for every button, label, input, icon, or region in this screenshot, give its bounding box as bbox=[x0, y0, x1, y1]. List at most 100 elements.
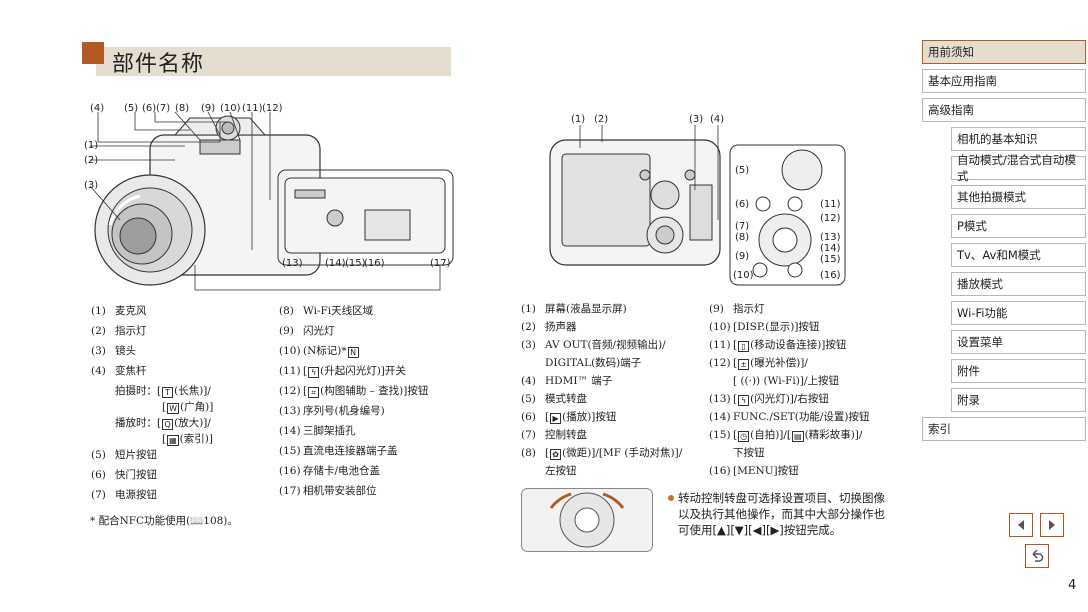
front-callout: (10) bbox=[220, 103, 241, 114]
item-text: [⌗(构图辅助 – 查找)]按钮 bbox=[303, 384, 428, 398]
front-callout: (12) bbox=[262, 103, 283, 114]
front-callout: (6) bbox=[142, 103, 157, 114]
button-symbol-icon: W bbox=[167, 403, 180, 414]
sidebar-item[interactable]: 相机的基本知识 bbox=[951, 127, 1086, 151]
item-text: [±(曝光补偿)]/ bbox=[733, 356, 808, 370]
item-text: FUNC./SET(功能/设置)按钮 bbox=[733, 411, 870, 423]
item-text-prefix: [ bbox=[733, 429, 738, 441]
item-number: (12) bbox=[709, 357, 731, 369]
item-text: (N标记)*N bbox=[303, 344, 360, 358]
item-text-suffix: (精彩故事)]/ bbox=[804, 429, 863, 441]
item-text: [MENU]按钮 bbox=[733, 465, 799, 477]
item-text: 扬声器 bbox=[545, 321, 577, 333]
button-symbol-icon: ✿ bbox=[550, 449, 562, 460]
item-number: (4) bbox=[521, 375, 536, 387]
item-text-prefix: [ bbox=[162, 433, 167, 445]
item-text: 拍摄时：[T(长焦)]/ bbox=[115, 384, 211, 398]
item-number: (8) bbox=[279, 305, 294, 317]
back-callout: (3) bbox=[689, 114, 704, 125]
back-callout: (1) bbox=[571, 114, 586, 125]
item-text-prefix: [ bbox=[733, 339, 738, 351]
sidebar-item[interactable]: 附录 bbox=[951, 388, 1086, 412]
item-text-prefix: [ bbox=[162, 401, 167, 413]
back-parts-list-1: (1)屏幕(液晶显示屏)(2)扬声器(3)AV OUT(音频/视频输出)/DIG… bbox=[521, 302, 701, 482]
button-symbol-icon: ▶ bbox=[550, 413, 562, 424]
item-text-suffix: (长焦)]/ bbox=[174, 385, 211, 397]
back-camera-diagram bbox=[549, 125, 846, 286]
sidebar-item[interactable]: 附件 bbox=[951, 359, 1086, 383]
front-callout: (8) bbox=[175, 103, 190, 114]
item-text: [W(广角)] bbox=[162, 400, 213, 414]
front-callout: (9) bbox=[201, 103, 216, 114]
item-text-prefix: [ bbox=[733, 393, 738, 405]
front-callout: (13) bbox=[282, 258, 303, 269]
sidebar-item[interactable]: P模式 bbox=[951, 214, 1086, 238]
button-symbol-icon: Q bbox=[162, 419, 174, 430]
item-text-suffix: (自拍)]/[ bbox=[750, 429, 792, 441]
sidebar-item[interactable]: 高级指南 bbox=[922, 98, 1086, 122]
front-callout: (11) bbox=[242, 103, 263, 114]
item-text: 存储卡/电池仓盖 bbox=[303, 465, 381, 477]
sidebar-item[interactable]: 自动模式/混合式自动模式 bbox=[951, 153, 1086, 183]
button-symbol-icon: ◷ bbox=[738, 431, 750, 442]
item-text-suffix: (广角)] bbox=[180, 401, 214, 413]
item-text: 指示灯 bbox=[733, 303, 765, 315]
item-text-suffix: (索引)] bbox=[179, 433, 213, 445]
item-number: (5) bbox=[521, 393, 536, 405]
front-parts-list-1: (1)麦克风(2)指示灯(3)镜头(4)变焦杆拍摄时：[T(长焦)]/[W(广角… bbox=[91, 304, 271, 504]
sidebar-item[interactable]: 索引 bbox=[922, 417, 1086, 441]
item-text: 麦克风 bbox=[115, 305, 147, 317]
item-text-suffix: (微距)]/[MF (手动对焦)]/ bbox=[562, 447, 683, 459]
return-button[interactable] bbox=[1025, 544, 1049, 568]
item-text: [ϟ(升起闪光灯)]开关 bbox=[303, 364, 406, 378]
item-text: 电源按钮 bbox=[115, 489, 157, 501]
item-number: (12) bbox=[279, 385, 301, 397]
sidebar-item[interactable]: 其他拍摄模式 bbox=[951, 185, 1086, 209]
sidebar-item[interactable]: 设置菜单 bbox=[951, 330, 1086, 354]
item-text-prefix: 拍摄时：[ bbox=[115, 385, 162, 397]
next-page-button[interactable] bbox=[1040, 513, 1064, 537]
front-callout: (1) bbox=[84, 140, 99, 151]
back-callout: (2) bbox=[594, 114, 609, 125]
button-symbol-icon: ϟ bbox=[738, 395, 750, 406]
item-text: HDMI™ 端子 bbox=[545, 375, 613, 387]
back-parts-list-2: (9)指示灯(10)[DISP.(显示)]按钮(11)[▯(移动设备连接)]按钮… bbox=[709, 302, 909, 482]
item-text: AV OUT(音频/视频输出)/ bbox=[545, 339, 666, 351]
item-text: 序列号(机身编号) bbox=[303, 405, 385, 417]
item-number: (8) bbox=[521, 447, 536, 459]
previous-page-button[interactable] bbox=[1009, 513, 1033, 537]
item-text-prefix: [ bbox=[545, 411, 550, 423]
item-text: 播放时：[Q(放大)]/ bbox=[115, 416, 211, 430]
item-number: (6) bbox=[521, 411, 536, 423]
item-text: 变焦杆 bbox=[115, 365, 147, 377]
button-symbol-icon: N bbox=[347, 347, 359, 358]
item-number: (11) bbox=[709, 339, 731, 351]
sidebar-item[interactable]: 基本应用指南 bbox=[922, 69, 1086, 93]
sidebar-item[interactable]: Wi-Fi功能 bbox=[951, 301, 1086, 325]
page-title: 部件名称 bbox=[112, 52, 205, 77]
back-callout: (9) bbox=[735, 251, 750, 262]
return-arrow-icon bbox=[1032, 549, 1044, 562]
item-text: [ ((·)) (Wi-Fi)]/上按钮 bbox=[733, 375, 839, 387]
front-callout: (5) bbox=[124, 103, 139, 114]
item-text: 下按钮 bbox=[733, 447, 765, 459]
button-symbol-icon: ▯ bbox=[738, 341, 750, 352]
button-symbol-icon: ± bbox=[738, 359, 750, 370]
item-number: (15) bbox=[279, 445, 301, 457]
item-number: (11) bbox=[279, 365, 301, 377]
sidebar-item[interactable]: 播放模式 bbox=[951, 272, 1086, 296]
front-callout: (16) bbox=[364, 258, 385, 269]
item-number: (1) bbox=[521, 303, 536, 315]
item-text: 左按钮 bbox=[545, 465, 577, 477]
back-callout: (5) bbox=[735, 165, 750, 176]
sidebar-item[interactable]: 用前须知 bbox=[922, 40, 1086, 64]
item-text-suffix: (构图辅助 – 查找)]按钮 bbox=[320, 385, 429, 397]
item-number: (13) bbox=[709, 393, 731, 405]
item-text-suffix: (播放)]按钮 bbox=[562, 411, 617, 423]
title-bar bbox=[96, 47, 451, 76]
sidebar-item[interactable]: Tv、Av和M模式 bbox=[951, 243, 1086, 267]
item-text: [✿(微距)]/[MF (手动对焦)]/ bbox=[545, 446, 682, 460]
item-text-suffix: (闪光灯)]/右按钮 bbox=[750, 393, 829, 405]
item-text: 三脚架插孔 bbox=[303, 425, 356, 437]
item-text: [▦(索引)] bbox=[162, 432, 213, 446]
